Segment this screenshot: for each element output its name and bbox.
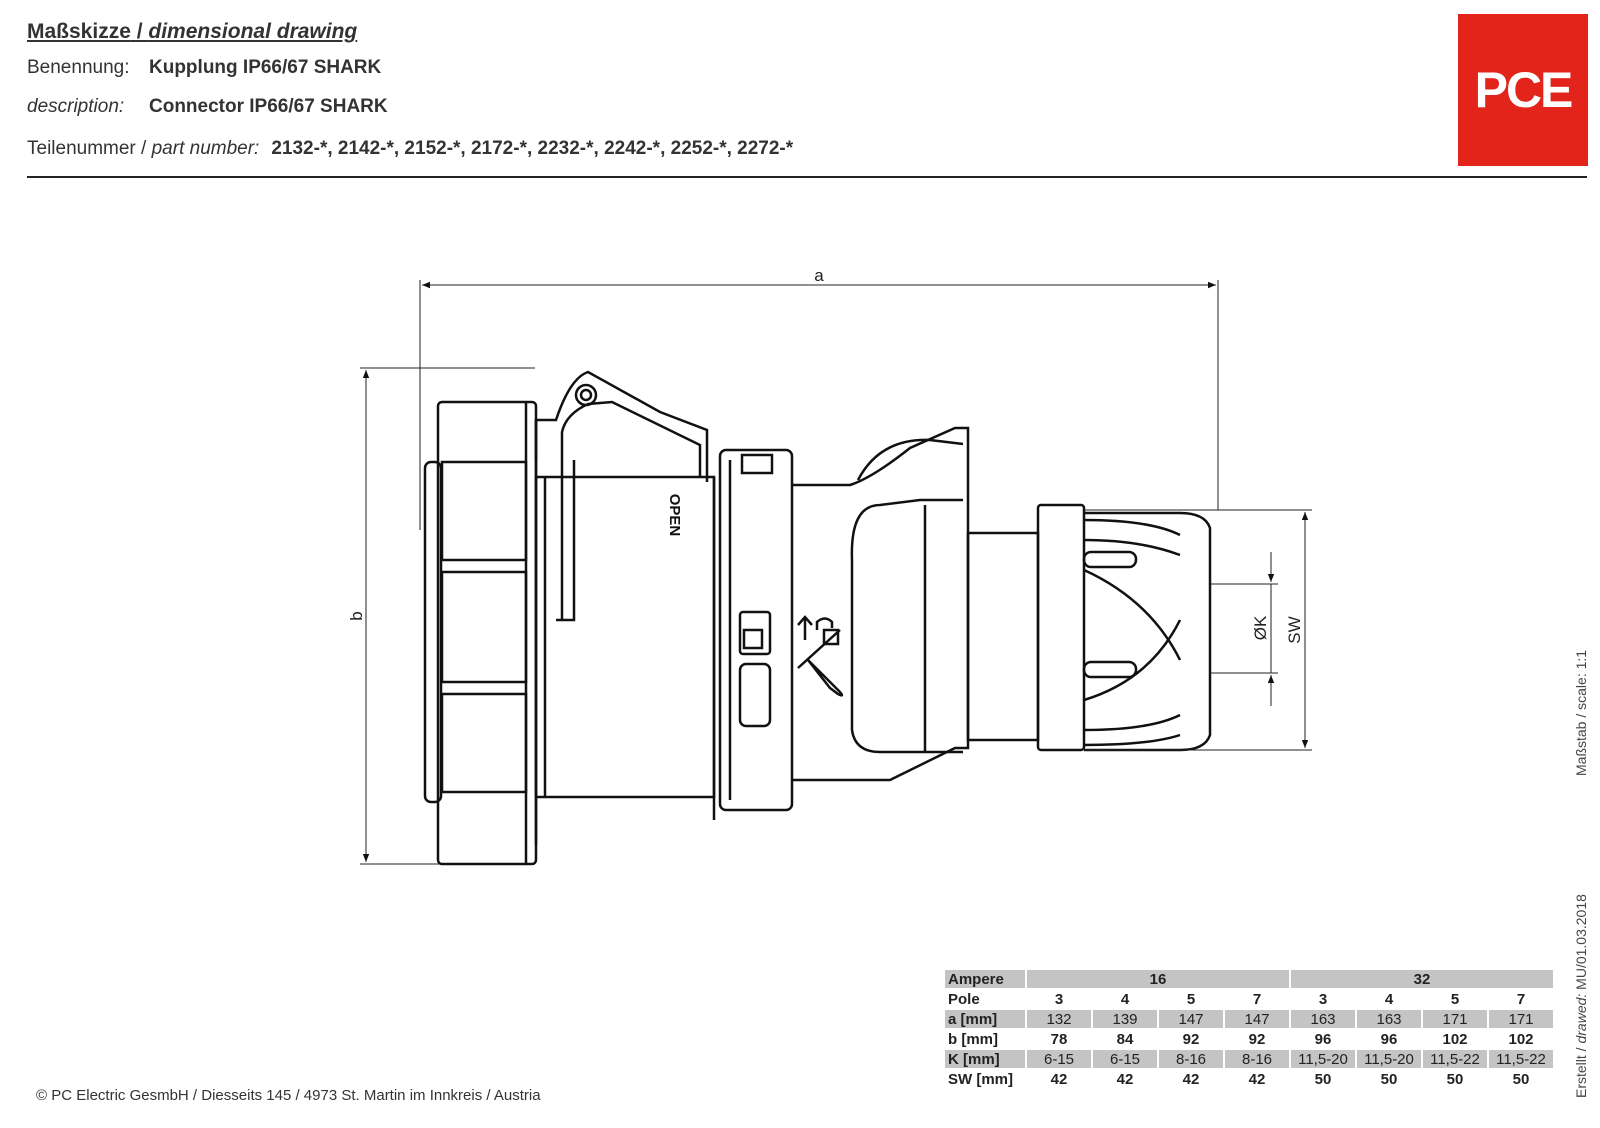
ampere-16: 16 <box>1027 970 1289 988</box>
table-cell: 42 <box>1116 1070 1134 1088</box>
connector-body <box>534 370 716 820</box>
dimension-a-label: a <box>814 266 824 285</box>
table-row: b [mm] 78 84 92 92 96 96 102 102 <box>945 1030 1553 1048</box>
table-cell: 78 <box>1050 1030 1068 1048</box>
table-cell: 92 <box>1248 1030 1266 1048</box>
row-label: K [mm] <box>945 1050 1025 1068</box>
description-label: description: <box>27 96 125 117</box>
table-row: a [mm] 132 139 147 147 163 163 171 171 <box>945 1010 1553 1028</box>
table-cell: 92 <box>1182 1030 1200 1048</box>
table-cell: 96 <box>1380 1030 1398 1048</box>
table-cell: 8-16 <box>1159 1050 1223 1068</box>
table-cell: 50 <box>1380 1070 1398 1088</box>
table-row: Pole 3 4 5 7 3 4 5 7 <box>945 990 1553 1008</box>
table-cell: 147 <box>1159 1010 1223 1028</box>
table-row: SW [mm] 42 42 42 42 50 50 50 50 <box>945 1070 1553 1088</box>
description-row: description: Connector IP66/67 SHARK <box>27 96 388 118</box>
table-cell: 163 <box>1291 1010 1355 1028</box>
part-number-row: Teilenummer / part number: 2132-*, 2142-*… <box>27 138 793 160</box>
table-cell: 42 <box>1050 1070 1068 1088</box>
table-cell: 42 <box>1248 1070 1266 1088</box>
table-cell: 50 <box>1446 1070 1464 1088</box>
locking-band <box>718 448 794 812</box>
table-row-ampere: Ampere 16 32 <box>945 970 1553 988</box>
part-label-de: Teilenummer / <box>27 138 152 159</box>
table-cell: 132 <box>1027 1010 1091 1028</box>
ampere-label: Ampere <box>945 970 1025 988</box>
copyright-icon: © <box>36 1087 48 1104</box>
table-cell: 102 <box>1508 1030 1534 1048</box>
copyright-footer: © PC Electric GesmbH / Diesseits 145 / 4… <box>36 1087 541 1104</box>
row-label: Pole <box>948 990 980 1008</box>
table-cell: 6-15 <box>1027 1050 1091 1068</box>
table-cell: 139 <box>1093 1010 1157 1028</box>
dimension-sw <box>1084 509 1312 751</box>
table-cell: 11,5-20 <box>1291 1050 1355 1068</box>
dimension-b <box>360 367 535 865</box>
dimension-sw-label: SW <box>1285 616 1304 643</box>
table-cell: 96 <box>1314 1030 1332 1048</box>
table-cell: 163 <box>1357 1010 1421 1028</box>
created-value: MU/01.03.2018 <box>1573 894 1589 994</box>
table-cell: 7 <box>1516 990 1526 1008</box>
drawing-title: Maßskizze / dimensional drawing <box>27 20 357 44</box>
table-cell: 84 <box>1116 1030 1134 1048</box>
table-cell: 102 <box>1442 1030 1468 1048</box>
row-label: SW [mm] <box>948 1070 1013 1088</box>
table-cell: 3 <box>1318 990 1328 1008</box>
name-row: Benennung: Kupplung IP66/67 SHARK <box>27 57 381 79</box>
title-en: dimensional drawing <box>148 20 358 43</box>
dimensions-table: Ampere 16 32 Pole 3 4 5 7 3 4 5 7 a [mm]… <box>943 968 1555 1090</box>
scale-note: Maßstab / scale: 1:1 <box>1573 649 1589 776</box>
table-cell: 50 <box>1512 1070 1530 1088</box>
cable-gland <box>966 503 1212 752</box>
table-cell: 8-16 <box>1225 1050 1289 1068</box>
table-cell: 11,5-22 <box>1423 1050 1487 1068</box>
table-cell: 3 <box>1054 990 1064 1008</box>
description-value: Connector IP66/67 SHARK <box>149 96 388 117</box>
created-label-en: drawed: <box>1573 993 1589 1044</box>
row-label: a [mm] <box>945 1010 1025 1028</box>
table-cell: 6-15 <box>1093 1050 1157 1068</box>
ampere-32: 32 <box>1291 970 1553 988</box>
created-note: Erstellt / drawed: MU/01.03.2018 <box>1573 894 1589 1098</box>
lock-icon <box>797 615 844 697</box>
table-cell: 4 <box>1384 990 1394 1008</box>
name-label: Benennung: <box>27 57 130 78</box>
dimension-k <box>1210 552 1278 706</box>
table-cell: 11,5-22 <box>1489 1050 1553 1068</box>
dimension-a <box>419 280 1219 530</box>
title-separator: / <box>130 20 149 43</box>
open-label: OPEN <box>666 494 683 537</box>
part-label-en: part number: <box>151 138 260 159</box>
header-divider <box>27 176 1587 178</box>
table-cell: 42 <box>1182 1070 1200 1088</box>
dimension-b-label: b <box>347 611 366 620</box>
coupling-ring <box>423 400 538 866</box>
table-cell: 5 <box>1186 990 1196 1008</box>
table-cell: 5 <box>1450 990 1460 1008</box>
transition-neck <box>792 426 970 782</box>
table-cell: 4 <box>1120 990 1130 1008</box>
table-cell: 11,5-20 <box>1357 1050 1421 1068</box>
created-label-de: Erstellt / <box>1573 1043 1589 1098</box>
table-cell: 50 <box>1314 1070 1332 1088</box>
row-label: b [mm] <box>948 1030 998 1048</box>
table-cell: 171 <box>1489 1010 1553 1028</box>
part-number-value: 2132-*, 2142-*, 2152-*, 2172-*, 2232-*, … <box>271 138 794 159</box>
table-cell: 147 <box>1225 1010 1289 1028</box>
title-de: Maßskizze <box>27 20 131 43</box>
footer-text: PC Electric GesmbH / Diesseits 145 / 497… <box>51 1087 541 1104</box>
table-cell: 171 <box>1423 1010 1487 1028</box>
table-row: K [mm] 6-15 6-15 8-16 8-16 11,5-20 11,5-… <box>945 1050 1553 1068</box>
logo-text: PCE <box>1474 62 1574 118</box>
pce-logo: PCE <box>1458 14 1588 166</box>
dimension-k-label: ØK <box>1251 615 1270 640</box>
name-value: Kupplung IP66/67 SHARK <box>149 57 382 78</box>
table-cell: 7 <box>1252 990 1262 1008</box>
